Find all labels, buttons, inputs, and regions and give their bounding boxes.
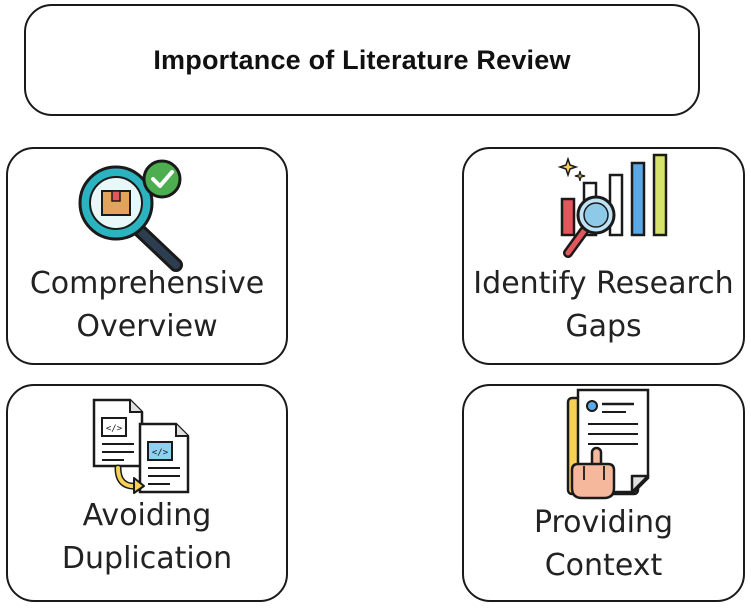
card-label-line2: Overview <box>76 309 218 344</box>
card-label-line1: Comprehensive <box>29 266 265 301</box>
bar-chart-magnifier-icon <box>557 153 668 258</box>
card-providing-context: Providing Context <box>462 384 745 602</box>
svg-text:</>: </> <box>106 424 123 434</box>
document-pointer-icon <box>566 388 650 500</box>
card-label-line2: Context <box>544 548 663 583</box>
title-box: Importance of Literature Review <box>24 4 700 116</box>
diagram-title: Importance of Literature Review <box>153 44 571 75</box>
card-label: Avoiding Duplication <box>8 494 286 580</box>
svg-text:</>: </> <box>152 448 169 458</box>
magnifier-check-icon <box>78 159 183 272</box>
card-label-line2: Gaps <box>565 309 642 344</box>
card-avoiding-duplication: </> </> Avoiding Duplication <box>6 384 288 602</box>
card-identify-research-gaps: Identify Research Gaps <box>462 147 745 365</box>
card-label: Comprehensive Overview <box>8 262 286 348</box>
card-label: Identify Research Gaps <box>464 262 743 348</box>
card-label-line1: Avoiding <box>82 498 212 533</box>
card-label: Providing Context <box>464 501 743 587</box>
code-documents-icon: </> </> <box>92 398 190 494</box>
card-label-line1: Identify Research <box>473 266 734 301</box>
card-comprehensive-overview: Comprehensive Overview <box>6 147 288 365</box>
card-label-line2: Duplication <box>61 541 233 576</box>
card-label-line1: Providing <box>533 505 674 540</box>
